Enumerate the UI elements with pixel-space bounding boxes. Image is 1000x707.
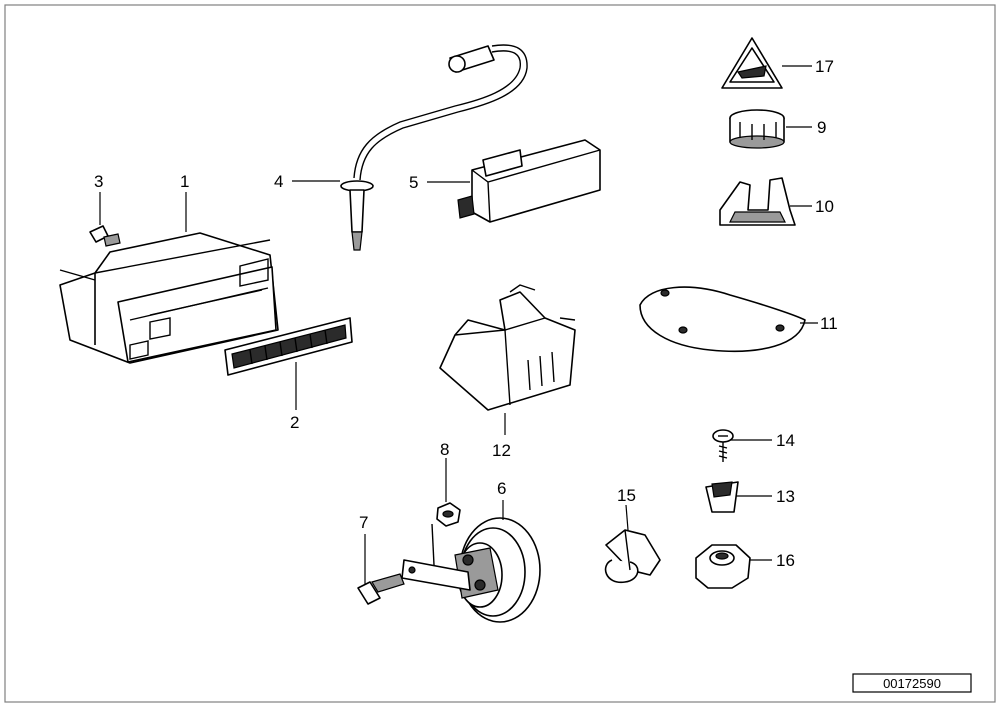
callout-labels: 1 2 3 4 5 6 7 8 9 10 11 12 13 14 15 16 1… (94, 57, 838, 570)
leader-lines (99, 65, 818, 584)
part-1-control-unit[interactable] (59, 232, 279, 364)
part-4-sensor[interactable] (340, 44, 528, 251)
part-12-bracket[interactable] (439, 284, 576, 411)
callout-16: 16 (776, 551, 795, 570)
part-8-nut[interactable] (436, 502, 461, 527)
part-5-module[interactable] (457, 139, 601, 223)
callout-8: 8 (440, 440, 449, 459)
part-9-connector[interactable] (729, 109, 785, 149)
part-7-bolt[interactable] (357, 573, 405, 605)
callout-4: 4 (274, 172, 283, 191)
part-2-button-panel[interactable] (224, 317, 353, 376)
callout-15: 15 (617, 486, 636, 505)
callout-7: 7 (359, 513, 368, 532)
part-10-holder[interactable] (719, 177, 796, 226)
doc-number-box: 00172590 (852, 673, 972, 693)
callout-17: 17 (815, 57, 834, 76)
part-15-cable-clip[interactable] (604, 529, 661, 583)
callout-14: 14 (776, 431, 795, 450)
part-13-clip-nut[interactable] (705, 481, 739, 513)
callout-5: 5 (409, 173, 418, 192)
part-11-cover-plate[interactable] (639, 286, 806, 353)
callout-12: 12 (492, 441, 511, 460)
part-6-horn[interactable] (454, 517, 541, 623)
callout-6: 6 (497, 479, 506, 498)
callout-11: 11 (820, 314, 838, 333)
part-17-warning-label[interactable] (721, 37, 783, 89)
part-14-screw[interactable] (712, 429, 734, 462)
part-3-bulb[interactable] (89, 225, 121, 247)
callout-2: 2 (290, 413, 299, 432)
callout-10: 10 (815, 197, 834, 216)
callout-1: 1 (180, 172, 189, 191)
horn-bracket[interactable] (401, 523, 471, 591)
callout-9: 9 (817, 118, 826, 137)
callout-13: 13 (776, 487, 795, 506)
callout-3: 3 (94, 172, 103, 191)
part-16-hex-nut[interactable] (695, 544, 751, 589)
doc-number: 00172590 (883, 676, 941, 691)
frame-border (4, 4, 996, 703)
